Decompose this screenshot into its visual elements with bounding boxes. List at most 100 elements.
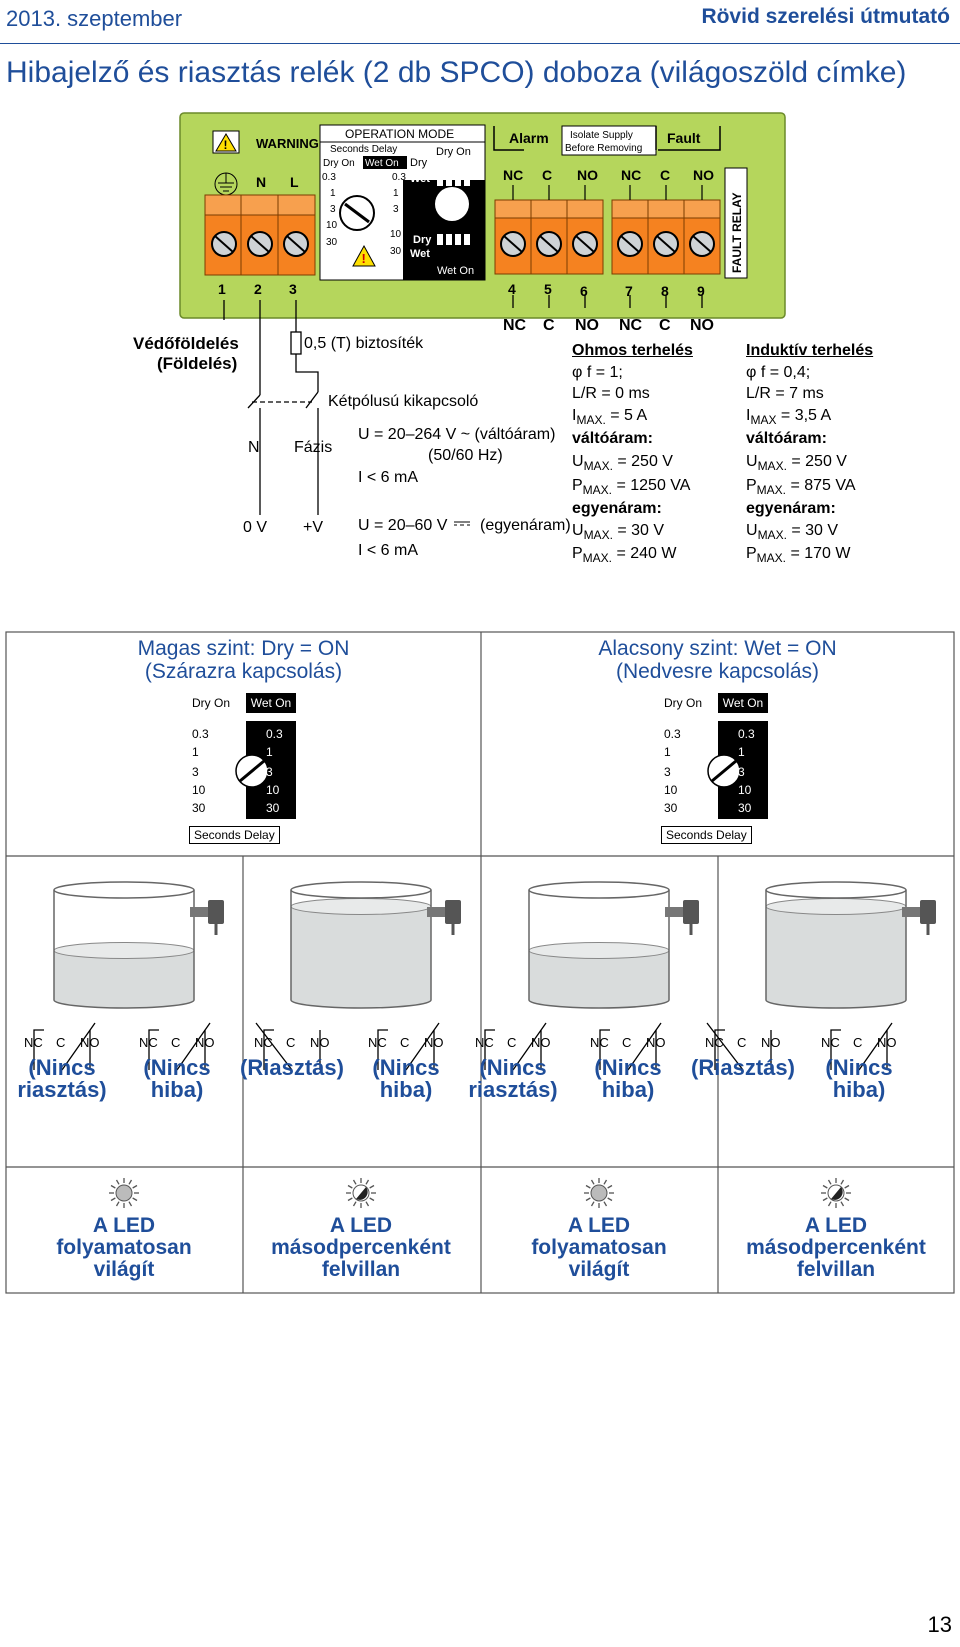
relay-c-label: C bbox=[171, 1035, 181, 1050]
terminal-num-6: 6 bbox=[580, 283, 588, 299]
terminal-num-4: 4 bbox=[508, 281, 516, 297]
earth-sub-label: (Földelés) bbox=[157, 354, 238, 373]
wiring-fault-nc: NC bbox=[619, 317, 643, 334]
isolate-notice bbox=[561, 125, 657, 156]
relay-contact-diagrams bbox=[33, 1022, 893, 1071]
terminal-num-3: 3 bbox=[289, 281, 297, 297]
label-l: L bbox=[290, 174, 299, 190]
label-plus-v: +V bbox=[303, 519, 324, 536]
isolate-line2: Before Removing bbox=[565, 143, 642, 154]
wet-label-bottom: Wet bbox=[410, 248, 430, 260]
relay-no-label: NO bbox=[195, 1035, 215, 1050]
relay-c-label: C bbox=[622, 1035, 632, 1050]
dial-delay-l0: 0.3 bbox=[192, 727, 209, 741]
relay-nc-label: NC bbox=[475, 1035, 494, 1050]
alarm-nc: NC bbox=[503, 167, 523, 183]
inductive-imax: IMAX = 3,5 A bbox=[746, 407, 832, 428]
relay-nc-label: NC bbox=[139, 1035, 158, 1050]
wiring-alarm-c: C bbox=[543, 317, 555, 334]
tank-icon bbox=[53, 881, 224, 1009]
seconds-delay-label: Seconds Delay bbox=[330, 144, 397, 155]
tank-icon bbox=[765, 881, 936, 1009]
label-phase: Fázis bbox=[294, 439, 333, 456]
relay-nc-label: NC bbox=[254, 1035, 273, 1050]
relay-c-label: C bbox=[737, 1035, 747, 1050]
relay-no-label: NO bbox=[80, 1035, 100, 1050]
tank-icon bbox=[290, 881, 461, 1009]
label-zero-v: 0 V bbox=[243, 519, 268, 536]
terminal-num-8: 8 bbox=[661, 283, 669, 299]
dial-delay-r1: 1 bbox=[266, 745, 273, 759]
relay-nc-label: NC bbox=[24, 1035, 43, 1050]
wet-on-small: Wet On bbox=[365, 158, 399, 169]
led-icon bbox=[821, 1178, 851, 1208]
operation-mode-panel: ! bbox=[319, 124, 486, 281]
inductive-pmax: PMAX. = 875 VA bbox=[746, 477, 856, 498]
tank-icon bbox=[528, 881, 699, 1009]
ohmic-imax: IMAX. = 5 A bbox=[572, 407, 648, 428]
delay-right-3: 10 bbox=[390, 229, 402, 240]
ac-current: I < 6 mA bbox=[358, 469, 419, 486]
dial-dry-on: Dry On bbox=[192, 696, 231, 710]
dial-seconds-delay: Seconds Delay bbox=[661, 826, 752, 844]
op-mode-title: OPERATION MODE bbox=[345, 127, 454, 141]
dial-delay-l1: 1 bbox=[664, 745, 671, 759]
relay-no-label: NO bbox=[531, 1035, 551, 1050]
terminal-num-1: 1 bbox=[218, 281, 226, 297]
header-guide-title: Rövid szerelési útmutató bbox=[701, 5, 950, 28]
dial-delay-l2: 3 bbox=[664, 765, 671, 779]
dial-delay-l4: 30 bbox=[664, 801, 678, 815]
ohmic-lr: L/R = 0 ms bbox=[572, 385, 650, 402]
dry-on-label: Dry On bbox=[436, 146, 471, 158]
dial-delay-l4: 30 bbox=[192, 801, 206, 815]
inductive-dc: egyenáram: bbox=[746, 500, 836, 517]
dial-wet-on: Wet On bbox=[246, 693, 296, 713]
dial-delay-r3: 10 bbox=[738, 783, 752, 797]
relay-no-label: NO bbox=[310, 1035, 330, 1050]
ohmic-ac: váltóáram: bbox=[572, 430, 653, 447]
delay-left-3: 10 bbox=[326, 220, 338, 231]
svg-text:!: ! bbox=[362, 251, 366, 266]
relay-contact bbox=[830, 1022, 893, 1071]
relay-nc-label: NC bbox=[368, 1035, 387, 1050]
wiring-fault-c: C bbox=[659, 317, 671, 334]
earth-label: Védőföldelés bbox=[133, 334, 239, 353]
wiring-fault-no: NO bbox=[690, 317, 714, 334]
svg-text:!: ! bbox=[224, 138, 228, 152]
ohmic-phi: φ f = 1; bbox=[572, 364, 623, 381]
warning-label: WARNING bbox=[256, 136, 319, 151]
wiring-diagram bbox=[223, 295, 703, 526]
dry-label-bottom: Dry bbox=[413, 234, 432, 246]
switch-label: Kétpólusú kikapcsoló bbox=[328, 393, 479, 410]
dry-on-small: Dry On bbox=[323, 158, 355, 169]
relay-contact bbox=[484, 1022, 547, 1071]
label-n: N bbox=[248, 439, 260, 456]
relay-c-label: C bbox=[507, 1035, 517, 1050]
delay-left-4: 30 bbox=[326, 237, 338, 248]
dial-delay-l2: 3 bbox=[192, 765, 199, 779]
alarm-label: Alarm bbox=[509, 130, 549, 146]
wiring-alarm-nc: NC bbox=[503, 317, 527, 334]
mode-table-frame bbox=[5, 631, 955, 1294]
terminal-num-5: 5 bbox=[544, 281, 552, 297]
terminal-num-2: 2 bbox=[254, 281, 262, 297]
ac-voltage: U = 20–264 V ~ (váltóáram) bbox=[358, 426, 556, 443]
ohmic-title: Ohmos terhelés bbox=[572, 342, 693, 359]
isolate-line1: Isolate Supply bbox=[570, 130, 633, 141]
page-title: Hibajelző és riasztás relék (2 db SPCO) … bbox=[6, 56, 907, 89]
delay-right-0: 0.3 bbox=[392, 172, 406, 183]
relay-caption: (Riasztás) bbox=[240, 1055, 344, 1080]
relay-contact bbox=[377, 1022, 440, 1071]
inductive-umax: UMAX. = 250 V bbox=[746, 453, 847, 474]
label-n: N bbox=[256, 174, 266, 190]
dc-current: I < 6 mA bbox=[358, 542, 419, 559]
fuse-label: 0,5 (T) biztosíték bbox=[304, 335, 424, 352]
warning-icon: ! bbox=[212, 130, 240, 154]
dial-delay-r4: 30 bbox=[266, 801, 280, 815]
delay-right-4: 30 bbox=[390, 246, 402, 257]
ohmic-umax: UMAX. = 250 V bbox=[572, 453, 673, 474]
